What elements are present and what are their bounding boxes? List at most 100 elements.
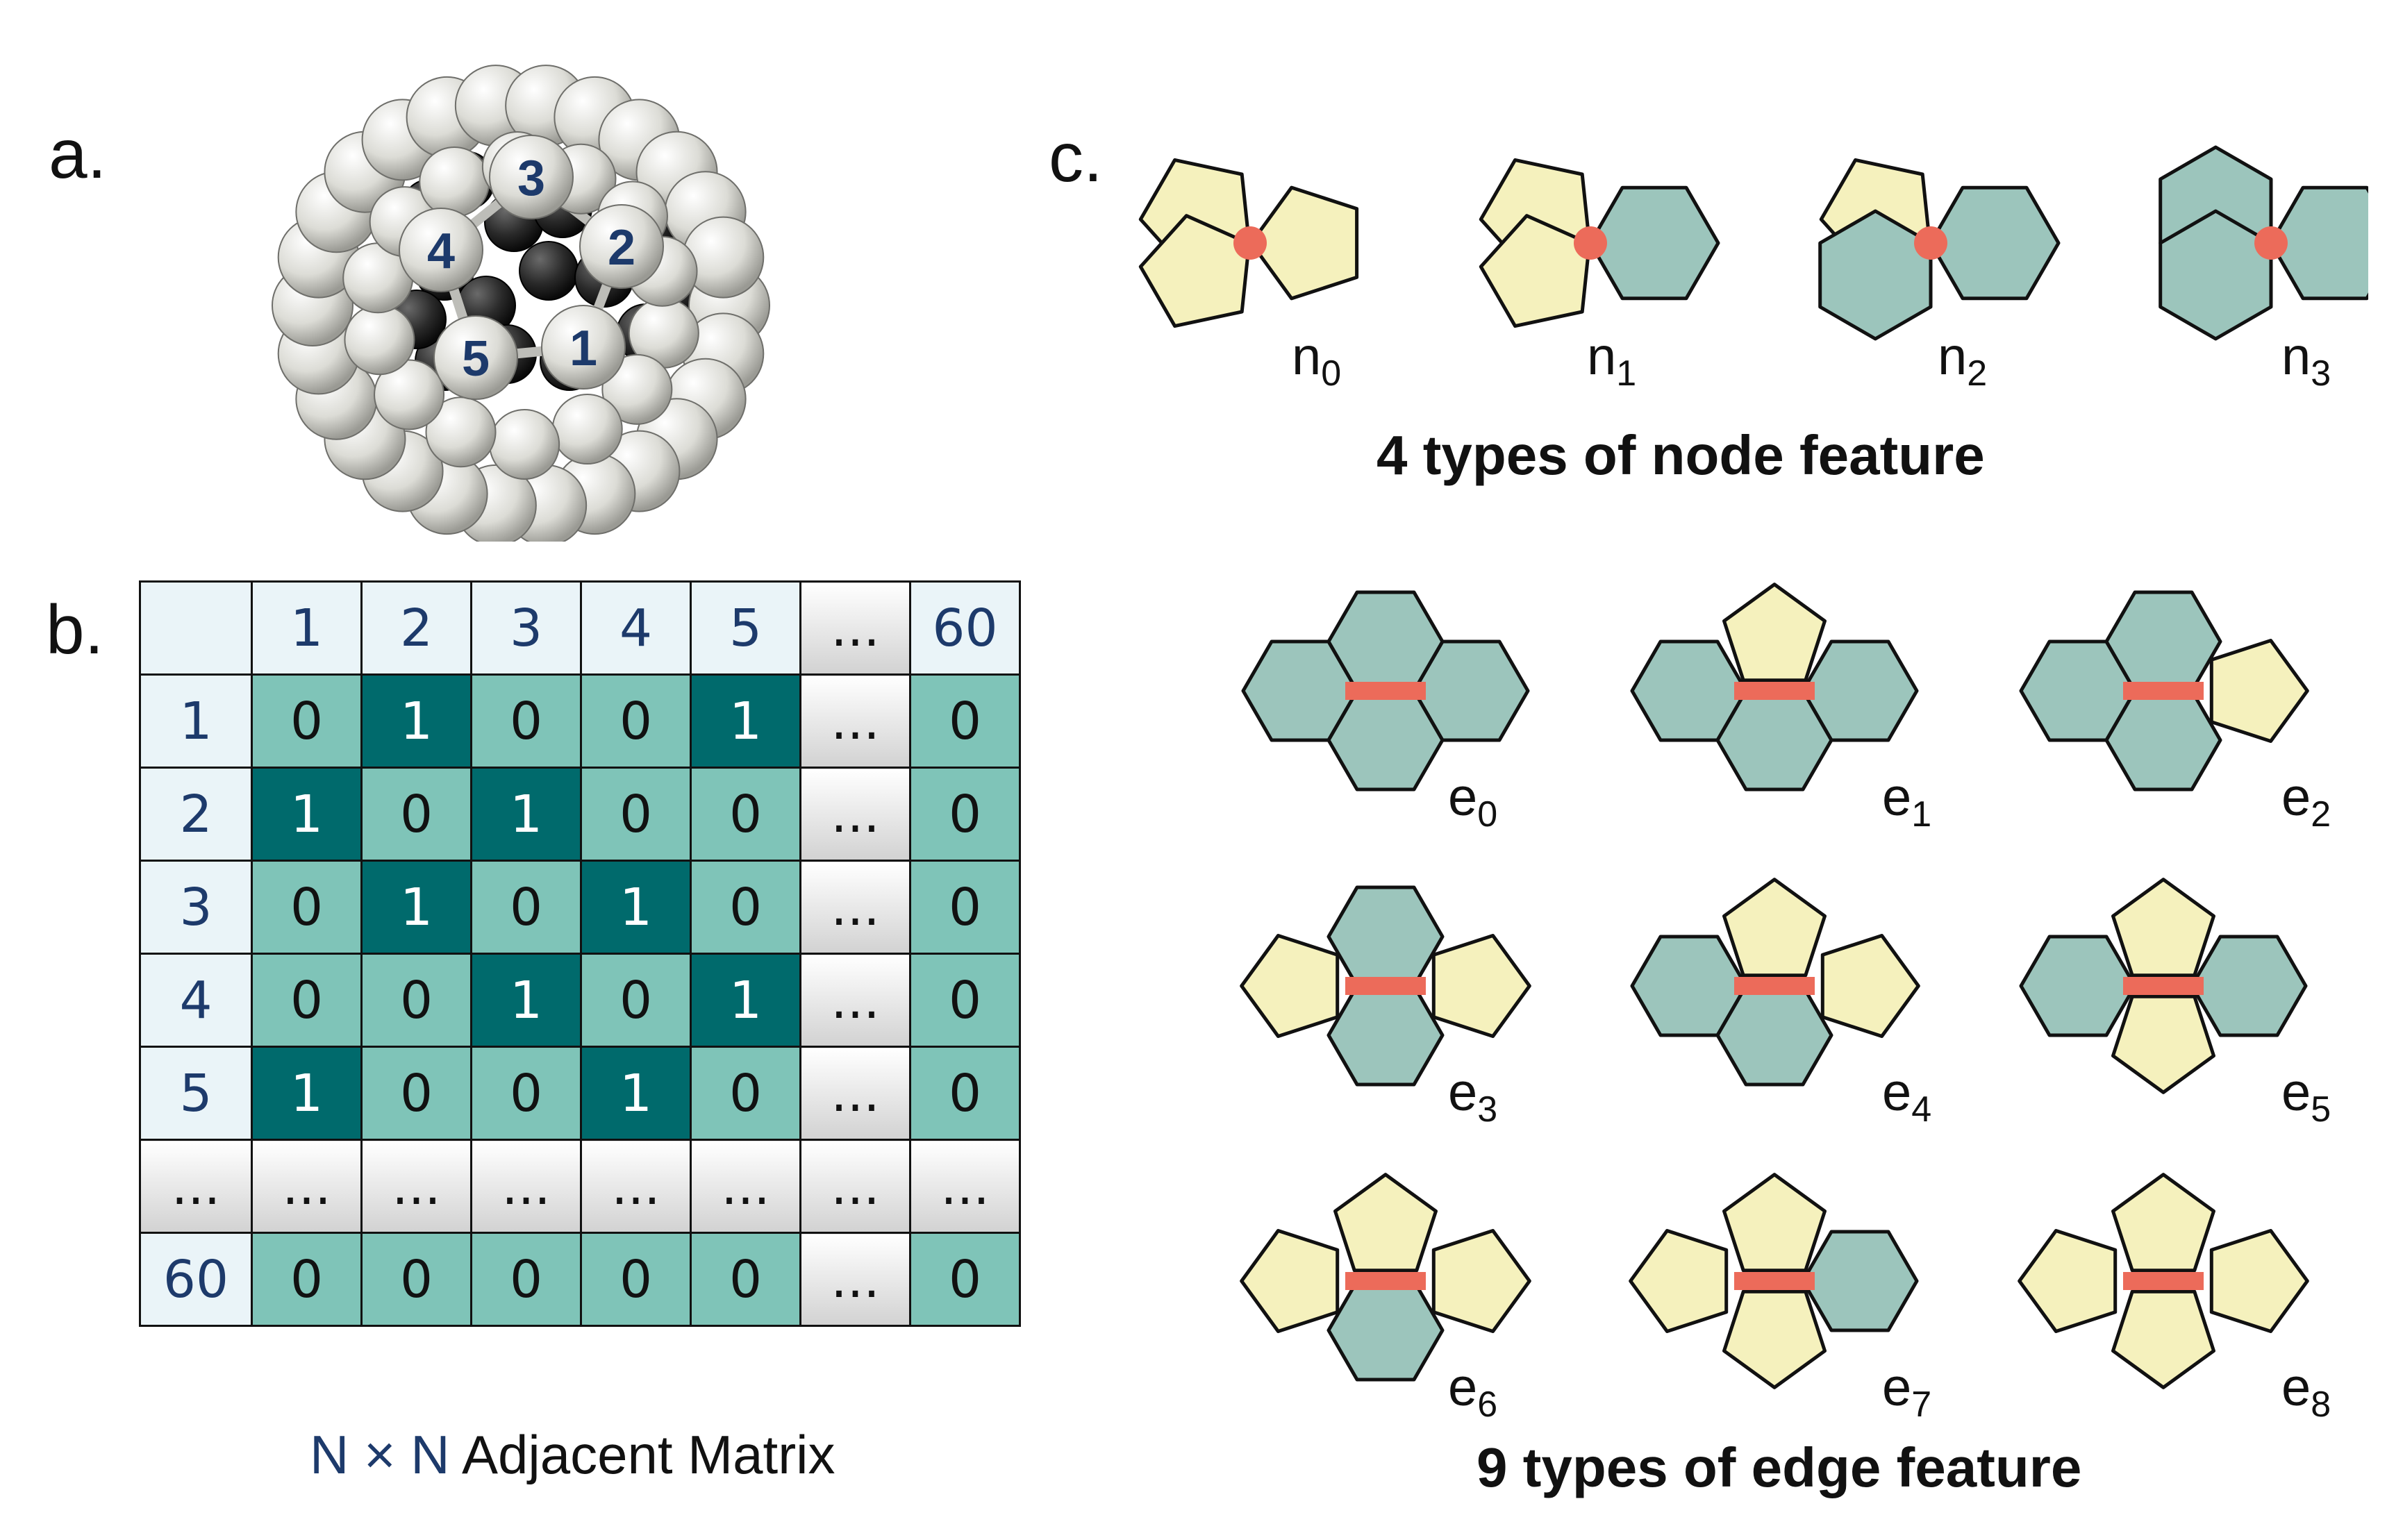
matrix-cell: 0 (909, 673, 1021, 769)
edge-label-subscript: 2 (2311, 794, 2331, 835)
carbon-atom (433, 315, 518, 400)
matrix-col-header: 2 (360, 580, 472, 676)
pentagon-face (1479, 214, 1591, 328)
pentagon-face (1722, 1289, 1827, 1389)
edge-marker-bar (1345, 1272, 1426, 1290)
pentagon-face (1722, 583, 1827, 683)
matrix-cell: 0 (360, 767, 472, 862)
matrix-row-header: 60 (139, 1232, 253, 1327)
edge-feature-title: 9 types of edge feature (1477, 1437, 2082, 1498)
edge-marker-bar (2123, 977, 2204, 995)
edge-label-subscript: 3 (1477, 1089, 1498, 1130)
pentagon-face (2111, 1289, 2215, 1389)
matrix-cell: 1 (580, 1046, 692, 1141)
edge-feature-e2 (2019, 590, 2309, 792)
hexagon-face (1588, 185, 1720, 301)
edge-label-subscript: 4 (1911, 1089, 1932, 1130)
hexagon-face (1326, 984, 1445, 1087)
edge-feature-e5 (2019, 878, 2308, 1094)
atom-number-label: 1 (569, 321, 597, 376)
matrix-cell: 0 (909, 767, 1021, 862)
edge-label-subscript: 5 (2311, 1089, 2331, 1130)
matrix-row-header: 2 (139, 767, 253, 862)
edge-feature-label: e5 (2281, 1062, 2331, 1130)
edge-label-base: e (2281, 1063, 2311, 1122)
matrix-cell: ... (799, 953, 911, 1048)
pentagon-face (2111, 878, 2215, 978)
node-feature-label: n1 (1587, 326, 1636, 394)
panel-a-label: a. (49, 115, 107, 193)
matrix-cell: 0 (360, 1046, 472, 1141)
edge-label-base: e (1882, 768, 1912, 827)
pentagon-face (2018, 1229, 2118, 1333)
matrix-cell: 0 (470, 1046, 582, 1141)
edge-feature-label: e3 (1448, 1062, 1497, 1130)
node-feature-n2 (1818, 158, 2061, 341)
node-feature-title: 4 types of node feature (1377, 424, 1985, 486)
atom-number-label: 2 (608, 220, 635, 276)
edge-feature-e1 (1630, 583, 1919, 792)
edge-feature-label: e8 (2281, 1357, 2331, 1425)
matrix-cell: 0 (470, 860, 582, 955)
matrix-cell: ... (799, 1046, 911, 1141)
node-feature-n1 (1479, 158, 1720, 328)
node-marker-dot (1914, 226, 1947, 260)
edge-feature-diagrams (1240, 583, 2309, 1389)
matrix-col-header: ... (799, 580, 911, 676)
hexagon-face (2159, 209, 2273, 341)
edge-label-subscript: 8 (2311, 1384, 2331, 1425)
edge-marker-bar (2123, 682, 2204, 700)
matrix-cell: ... (799, 673, 911, 769)
matrix-cell: 0 (251, 673, 363, 769)
edge-marker-bar (1345, 682, 1426, 700)
matrix-cell: 0 (470, 1232, 582, 1327)
matrix-cell: 0 (690, 860, 801, 955)
node-marker-dot (2254, 226, 2288, 260)
matrix-cell: 1 (580, 860, 692, 955)
edge-marker-bar (1734, 1272, 1815, 1290)
edge-marker-bar (1734, 977, 1815, 995)
pentagon-face (1240, 934, 1340, 1038)
pentagon-face (1722, 1173, 1827, 1273)
edge-label-subscript: 1 (1911, 794, 1932, 835)
carbon-atom (579, 204, 664, 289)
pentagon-face (1820, 934, 1920, 1038)
edge-feature-e7 (1629, 1173, 1919, 1389)
carbon-atom-back (519, 241, 579, 301)
node-feature-n0 (1138, 158, 1359, 328)
edge-label-base: e (1448, 1063, 1478, 1122)
matrix-cell: 0 (580, 767, 692, 862)
carbon-atom (399, 208, 483, 292)
node-label-base: n (2281, 327, 2311, 386)
atom-number-label: 4 (427, 224, 455, 279)
matrix-cell: 0 (470, 673, 582, 769)
panel-c-label: c. (1049, 119, 1103, 196)
matrix-cell: ... (251, 1139, 363, 1234)
matrix-col-header: 4 (580, 580, 692, 676)
matrix-col-header: 1 (251, 580, 363, 676)
hexagon-face (1818, 209, 1933, 341)
pentagon-face (1722, 878, 1827, 978)
matrix-cell: 1 (470, 953, 582, 1048)
hexagon-face (2190, 935, 2308, 1037)
matrix-cell: 1 (690, 953, 801, 1048)
node-label-base: n (1292, 327, 1322, 386)
atom-number-label: 3 (517, 151, 545, 206)
pentagon-face (1431, 934, 1531, 1038)
panel-b-label: b. (46, 591, 104, 669)
matrix-cell: 0 (580, 1232, 692, 1327)
matrix-cell: 1 (251, 767, 363, 862)
carbon-atom (344, 304, 415, 376)
edge-feature-e3 (1240, 885, 1531, 1087)
node-feature-label: n3 (2281, 326, 2331, 394)
edge-feature-label: e4 (1882, 1062, 1931, 1130)
edge-label-subscript: 7 (1911, 1384, 1932, 1425)
node-label-base: n (1938, 327, 1968, 386)
edge-label-base: e (1448, 768, 1478, 827)
matrix-cell: 0 (360, 953, 472, 1048)
